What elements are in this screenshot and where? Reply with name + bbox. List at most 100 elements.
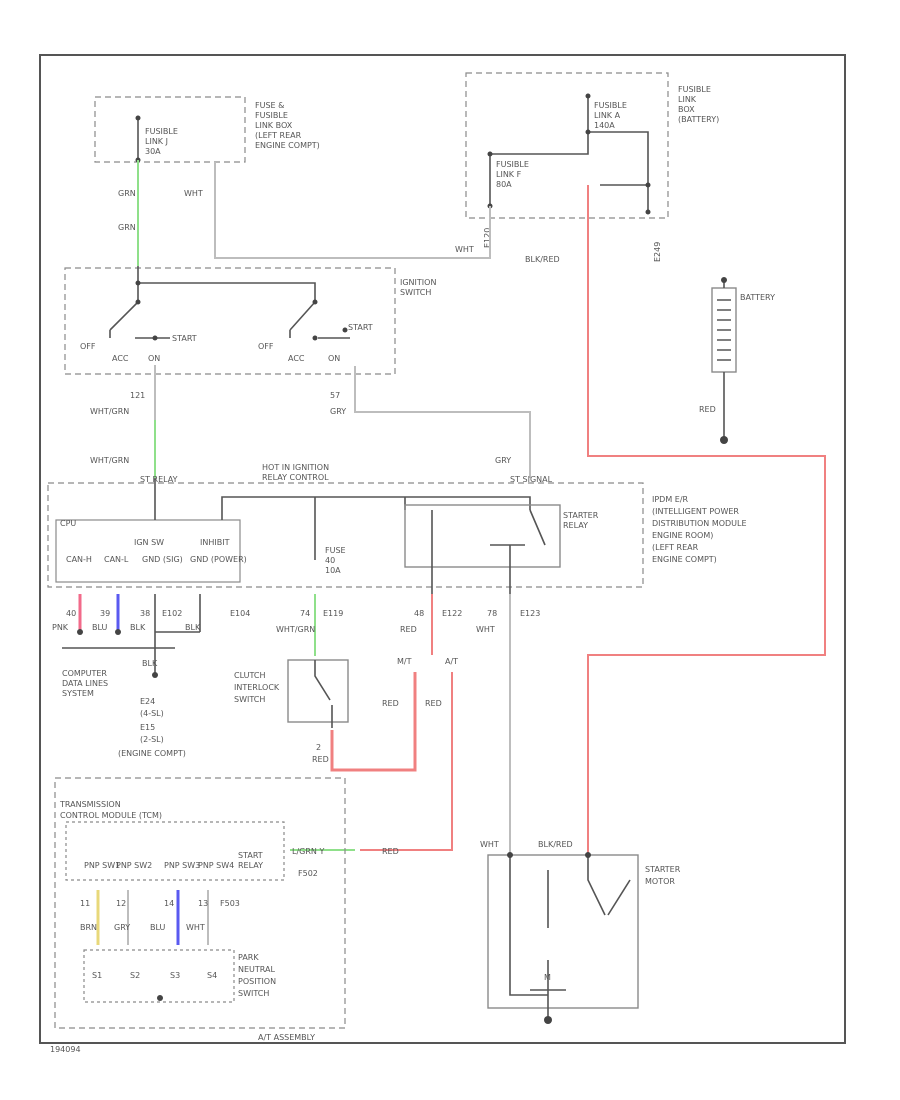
pin-74: 74	[300, 609, 310, 618]
ipdm-hot-label-2: RELAY CONTROL	[262, 473, 329, 482]
ipdm-can-l: CAN-L	[104, 555, 129, 564]
wire-blk-red-2: BLK/RED	[538, 840, 573, 849]
tcm-label-2: CONTROL MODULE (TCM)	[60, 811, 162, 820]
ground-e24: E24	[140, 697, 155, 706]
tcm-at-assembly: TRANSMISSION CONTROL MODULE (TCM) START …	[54, 777, 346, 1042]
battery: BATTERY	[711, 277, 775, 444]
fusible-link-j-line1: FUSIBLE	[145, 127, 178, 136]
tcm-start-relay-2: RELAY	[238, 861, 263, 870]
ground-note1: (4-SL)	[140, 709, 164, 718]
pin-57: 57	[330, 391, 340, 400]
tcm-connector-f503: F503	[220, 899, 240, 908]
wire-l-grn-y: L/GRN Y	[292, 847, 324, 856]
battery-label: BATTERY	[740, 293, 775, 302]
clutch-interlock-switch: CLUTCH INTERLOCK SWITCH	[234, 659, 349, 728]
pnp-label-2: NEUTRAL	[238, 965, 275, 974]
fuse-box-rear-label-4: (LEFT REAR	[255, 131, 302, 140]
diagram-frame	[39, 54, 846, 1044]
ign-right-acc: ACC	[288, 354, 305, 363]
wire-blk-3: BLK	[142, 659, 158, 668]
tcm-pin-pnp2: PNP SW2	[116, 861, 152, 870]
ignition-switch-label-1: IGNITION	[400, 278, 436, 287]
wire-red-battery: RED	[699, 405, 716, 414]
ipdm-cpu: CPU	[60, 519, 76, 528]
wire-grn-1: GRN	[118, 189, 136, 198]
wire-brn: BRN	[80, 923, 97, 932]
ipdm-label-6: ENGINE COMPT)	[652, 555, 717, 564]
fusible-link-f-line1: FUSIBLE	[496, 160, 529, 169]
ground-location: (ENGINE COMPT)	[118, 749, 186, 758]
fuse-box-rear-label-3: LINK BOX	[255, 121, 293, 130]
ipdm-label-2: (INTELLIGENT POWER	[652, 507, 739, 516]
ignition-switch-label-2: SWITCH	[400, 288, 431, 297]
wire-blu-1: BLU	[92, 623, 108, 632]
ign-right-off: OFF	[258, 342, 274, 351]
clutch-label-1: CLUTCH	[234, 671, 266, 680]
ipdm-can-h: CAN-H	[66, 555, 92, 564]
tcm-connector-f502: F502	[298, 869, 318, 878]
ipdm-label-3: DISTRIBUTION MODULE	[652, 519, 747, 528]
ign-right-start: START	[348, 323, 373, 332]
ign-right-on: ON	[328, 354, 340, 363]
tcm-start-relay-1: START	[238, 851, 263, 860]
wire-red-1: RED	[400, 625, 417, 634]
pin-12: 12	[116, 899, 126, 908]
wire-pnk: PNK	[52, 623, 69, 632]
data-lines-label-2: DATA LINES	[62, 679, 108, 688]
starter-motor-label-2: MOTOR	[645, 877, 675, 886]
ipdm-gnd-sig: GND (SIG)	[142, 555, 183, 564]
pin-40: 40	[66, 609, 76, 618]
ign-left-start: START	[172, 334, 197, 343]
ipdm-st-relay: ST RELAY	[140, 475, 178, 484]
conn-e123: E123	[520, 609, 540, 618]
ground-note2: (2-SL)	[140, 735, 164, 744]
label-mt: M/T	[397, 657, 412, 666]
ipdm-fuse-3: 10A	[325, 566, 341, 575]
ipdm-label-1: IPDM E/R	[652, 495, 689, 504]
wire-blu-2: BLU	[150, 923, 166, 932]
wire-wht-4: WHT	[480, 840, 499, 849]
ign-left-acc: ACC	[112, 354, 129, 363]
wire-wht-grn-2: WHT/GRN	[90, 456, 129, 465]
pin-48: 48	[414, 609, 424, 618]
wire-red-4: RED	[312, 755, 329, 764]
wire-red-5: RED	[382, 847, 399, 856]
at-assembly-label: A/T ASSEMBLY	[258, 1033, 315, 1042]
data-lines-label-3: SYSTEM	[62, 689, 94, 698]
wire-blk-1: BLK	[130, 623, 146, 632]
ipdm-starter-relay-2: RELAY	[563, 521, 588, 530]
pnp-label-1: PARK	[238, 953, 259, 962]
battery-box-label-1: FUSIBLE	[678, 85, 711, 94]
wire-red-3: RED	[425, 699, 442, 708]
wire-labels: GRN GRN WHT WHT BLK/RED 121 WHT/GRN WHT/…	[52, 189, 716, 856]
conn-e122: E122	[442, 609, 462, 618]
ignition-switch: IGNITION SWITCH OFF ACC ON START OFF ACC…	[64, 266, 436, 375]
ipdm-ign-sw: IGN SW	[134, 538, 164, 547]
fusible-link-f-line2: LINK F	[496, 170, 522, 179]
tcm-label-1: TRANSMISSION	[59, 800, 121, 809]
ipdm-er: HOT IN IGNITION RELAY CONTROL ST RELAY S…	[47, 463, 747, 594]
wire-blk-red-1: BLK/RED	[525, 255, 560, 264]
conn-e102: E102	[162, 609, 182, 618]
pin-39: 39	[100, 609, 110, 618]
ipdm-hot-label-1: HOT IN IGNITION	[262, 463, 329, 472]
wire-wht-1: WHT	[184, 189, 203, 198]
wire-wht-grn-1: WHT/GRN	[90, 407, 129, 416]
conn-e119: E119	[323, 609, 343, 618]
pnp-label-3: POSITION	[238, 977, 276, 986]
footer-code: 194094	[50, 1045, 81, 1054]
clutch-label-3: SWITCH	[234, 695, 265, 704]
fusible-link-a-line3: 140A	[594, 121, 615, 130]
wire-gry-3: GRY	[114, 923, 130, 932]
pnp-s1: S1	[92, 971, 102, 980]
wire-red-2: RED	[382, 699, 399, 708]
pin-14: 14	[164, 899, 174, 908]
wire-wht-5: WHT	[186, 923, 205, 932]
fusible-link-j-line3: 30A	[145, 147, 161, 156]
fuse-link-box-battery: FUSIBLE LINK A 140A FUSIBLE LINK F 80A F…	[465, 72, 719, 262]
tcm-pin-pnp3: PNP SW3	[164, 861, 200, 870]
battery-box-label-2: LINK	[678, 95, 697, 104]
ipdm-gnd-power: GND (POWER)	[190, 555, 247, 564]
fusible-link-j-line2: LINK J	[145, 137, 168, 146]
